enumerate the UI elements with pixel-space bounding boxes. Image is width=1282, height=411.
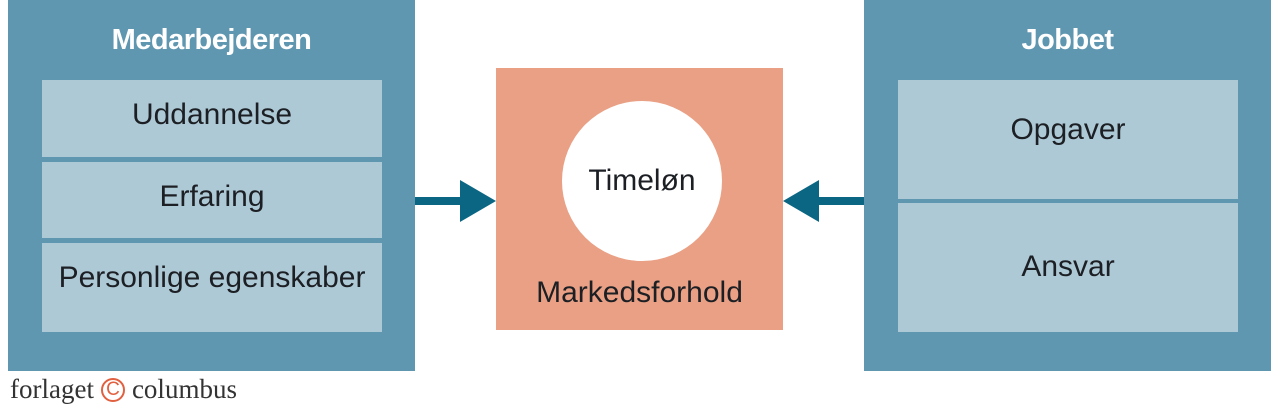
responsibility-label: Ansvar <box>1021 250 1115 283</box>
experience-label: Erfaring <box>159 180 265 213</box>
logo-text-columbus: columbus <box>131 374 237 404</box>
hourly-wage-label: Timeløn <box>588 164 696 197</box>
arrow-left-icon <box>783 180 865 222</box>
tasks-label: Opgaver <box>1010 113 1126 146</box>
tasks-box: Opgaver <box>898 80 1238 199</box>
arrow-right-icon <box>415 180 496 222</box>
logo-text-forlaget: forlaget <box>10 374 94 404</box>
copyright-icon: C <box>100 377 125 402</box>
publisher-logo: forlaget C columbus <box>10 374 237 405</box>
employee-panel: Medarbejderen Uddannelse Erfaring Person… <box>8 0 415 371</box>
job-panel-title: Jobbet <box>1021 24 1114 56</box>
education-label: Uddannelse <box>131 98 293 131</box>
personal-qualities-label: Personlige egenskaber <box>58 261 366 294</box>
job-panel: Jobbet Opgaver Ansvar <box>864 0 1271 371</box>
personal-qualities-box: Personlige egenskaber <box>42 243 382 332</box>
experience-box: Erfaring <box>42 162 382 238</box>
market-conditions-label: Markedsforhold <box>536 276 743 309</box>
hourly-wage-circle: Timeløn <box>562 101 722 261</box>
market-conditions-box: Timeløn Markedsforhold <box>496 68 783 330</box>
employee-panel-title: Medarbejderen <box>111 24 312 56</box>
education-box: Uddannelse <box>42 80 382 157</box>
responsibility-box: Ansvar <box>898 203 1238 332</box>
